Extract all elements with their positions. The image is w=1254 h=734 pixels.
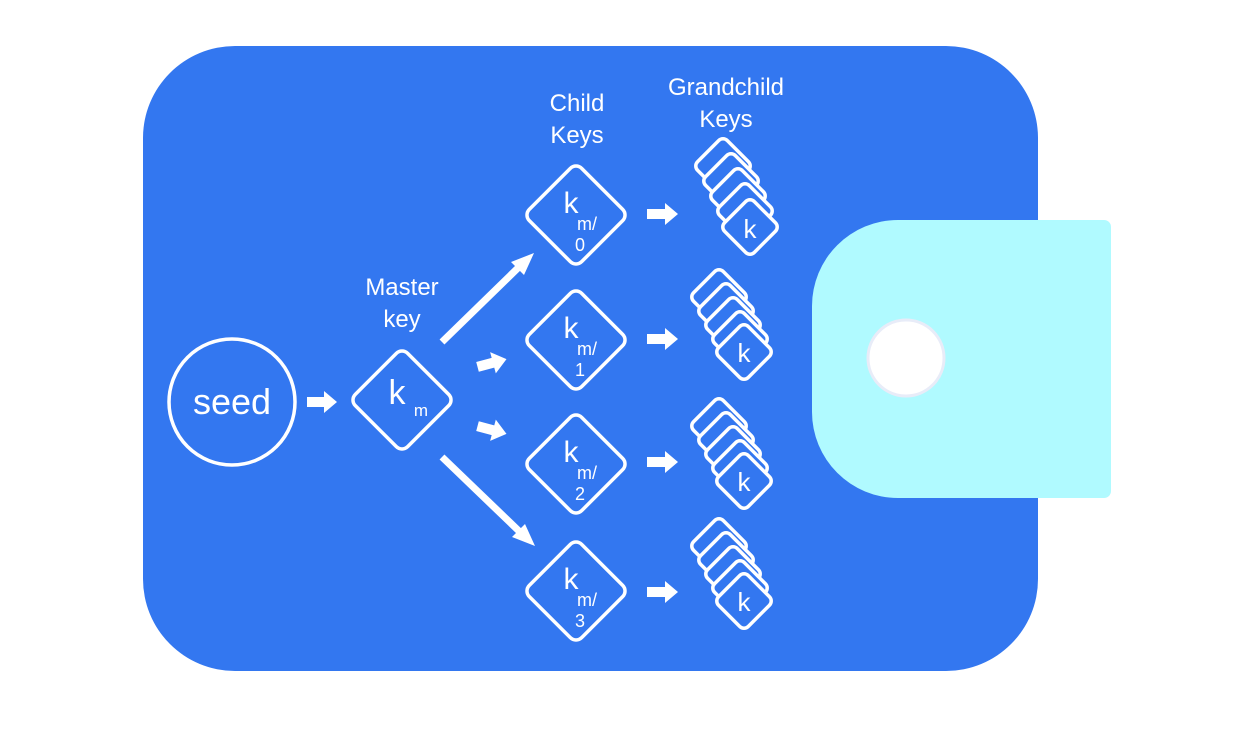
master-to-child-0-arrowhead	[511, 253, 534, 275]
master-to-child-0-arrow	[439, 263, 523, 345]
child-key-index: 0	[575, 235, 585, 255]
wallet-body	[143, 46, 1038, 671]
master-key-main: k	[389, 374, 407, 412]
child-key-sub: m/	[577, 463, 597, 483]
child-key-1: k m/ 1	[525, 289, 627, 391]
wallet-flap	[812, 220, 1111, 498]
seed-node: seed	[167, 337, 297, 467]
child-keys-header-line1: Child	[550, 90, 605, 117]
master-key-sub: m	[414, 401, 428, 420]
child-key-index: 2	[575, 484, 585, 504]
grandchild-key-label: k	[738, 338, 752, 368]
master-to-child-1-arrow	[476, 352, 507, 374]
flap-button	[866, 318, 946, 398]
child-key-index: 3	[575, 611, 585, 631]
child-key-0: k m/ 0	[525, 164, 627, 266]
child-key-index: 1	[575, 360, 585, 380]
seed-label: seed	[193, 381, 271, 422]
child-key-sub: m/	[577, 590, 597, 610]
master-key-node: Master key k m	[351, 274, 453, 451]
grandchild-keys-header-line2: Keys	[699, 106, 752, 133]
master-to-child-2-arrow	[476, 419, 507, 441]
child-key-main: k	[564, 187, 580, 220]
child-key-sub: m/	[577, 214, 597, 234]
child-1-to-grandchild-arrow	[647, 328, 678, 350]
child-key-diamond	[525, 289, 627, 391]
grandchild-keys-header-line1: Grandchild	[668, 74, 784, 101]
grandchild-key-label: k	[738, 467, 752, 497]
master-key-diamond	[351, 349, 453, 451]
child-3-to-grandchild-arrow	[647, 581, 678, 603]
child-key-2: k m/ 2	[525, 413, 627, 515]
master-to-child-3-arrow	[439, 454, 524, 536]
child-0-to-grandchild-arrow	[647, 203, 678, 225]
master-title-line1: Master	[365, 274, 438, 301]
child-key-main: k	[564, 436, 580, 469]
child-key-diamond	[525, 413, 627, 515]
child-key-main: k	[564, 312, 580, 345]
child-key-3: k m/ 3	[525, 540, 627, 642]
grandchild-key-label: k	[738, 587, 752, 617]
child-2-to-grandchild-arrow	[647, 451, 678, 473]
child-key-sub: m/	[577, 339, 597, 359]
child-key-main: k	[564, 563, 580, 596]
grandchild-stack-1: k	[690, 268, 773, 381]
grandchild-stack-0: k	[694, 137, 779, 256]
child-key-diamond	[525, 540, 627, 642]
master-to-child-3-arrowhead	[512, 524, 535, 546]
child-key-diamond	[525, 164, 627, 266]
grandchild-stack-3: k	[690, 517, 773, 630]
grandchild-key-label: k	[744, 214, 758, 244]
seed-to-master-arrow	[307, 391, 337, 413]
child-keys-header-line2: Keys	[550, 122, 603, 149]
master-title-line2: key	[383, 306, 420, 333]
grandchild-stack-2: k	[690, 397, 773, 510]
